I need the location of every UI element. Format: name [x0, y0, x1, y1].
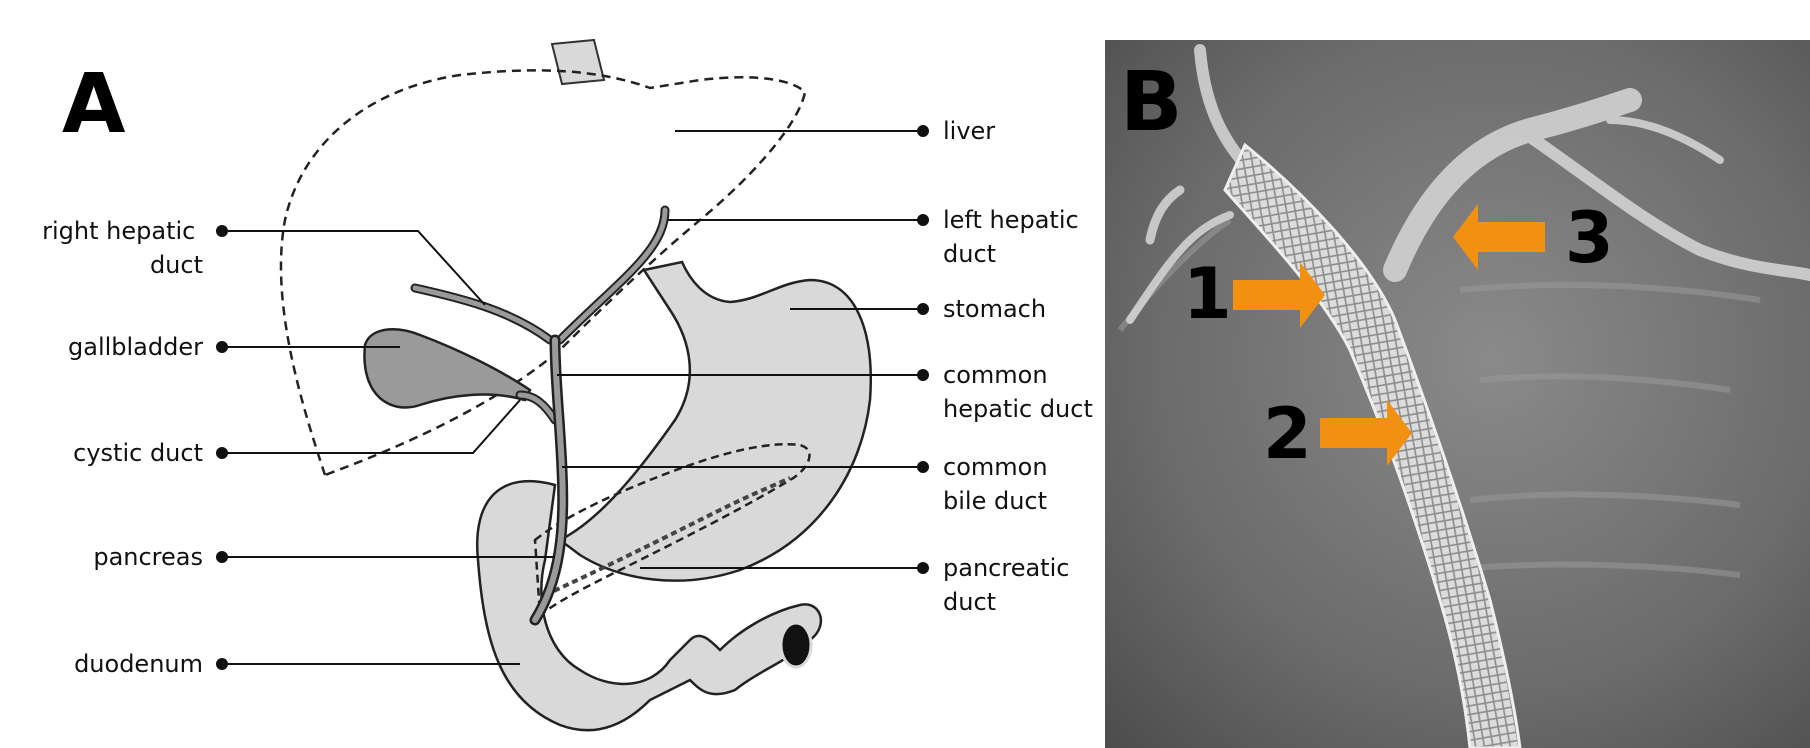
label-common-bile-duct: common bile duct [943, 453, 1055, 515]
panel-a-diagram: A [42, 40, 1093, 730]
arrow-3-number: 3 [1565, 197, 1614, 279]
label-left-hepatic-duct: left hepatic duct [943, 206, 1086, 268]
panel-b-xray: B 1 2 3 [1105, 40, 1810, 748]
label-common-hepatic-duct: common hepatic duct [943, 361, 1093, 423]
label-duodenum: duodenum [74, 650, 203, 678]
label-gallbladder: gallbladder [68, 333, 203, 361]
label-right-hepatic-duct: right hepatic duct [42, 217, 203, 279]
labels-right: liver left hepatic duct stomach common h… [943, 117, 1093, 616]
label-stomach: stomach [943, 295, 1046, 323]
right-hepatic-duct-shape [415, 288, 550, 340]
arrow-1-number: 1 [1183, 253, 1232, 335]
duodenum-lumen [781, 623, 811, 667]
label-pancreatic-duct: pancreatic duct [943, 554, 1077, 616]
label-liver: liver [943, 117, 995, 145]
label-cystic-duct: cystic duct [73, 439, 203, 467]
esophagus-stub [552, 40, 604, 84]
labels-left: right hepatic duct gallbladder cystic du… [42, 217, 203, 678]
label-pancreas: pancreas [93, 543, 203, 571]
gallbladder-shape [364, 329, 530, 407]
panel-b-letter: B [1120, 55, 1183, 150]
arrow-2-number: 2 [1263, 393, 1312, 475]
panel-a-letter: A [62, 57, 126, 152]
